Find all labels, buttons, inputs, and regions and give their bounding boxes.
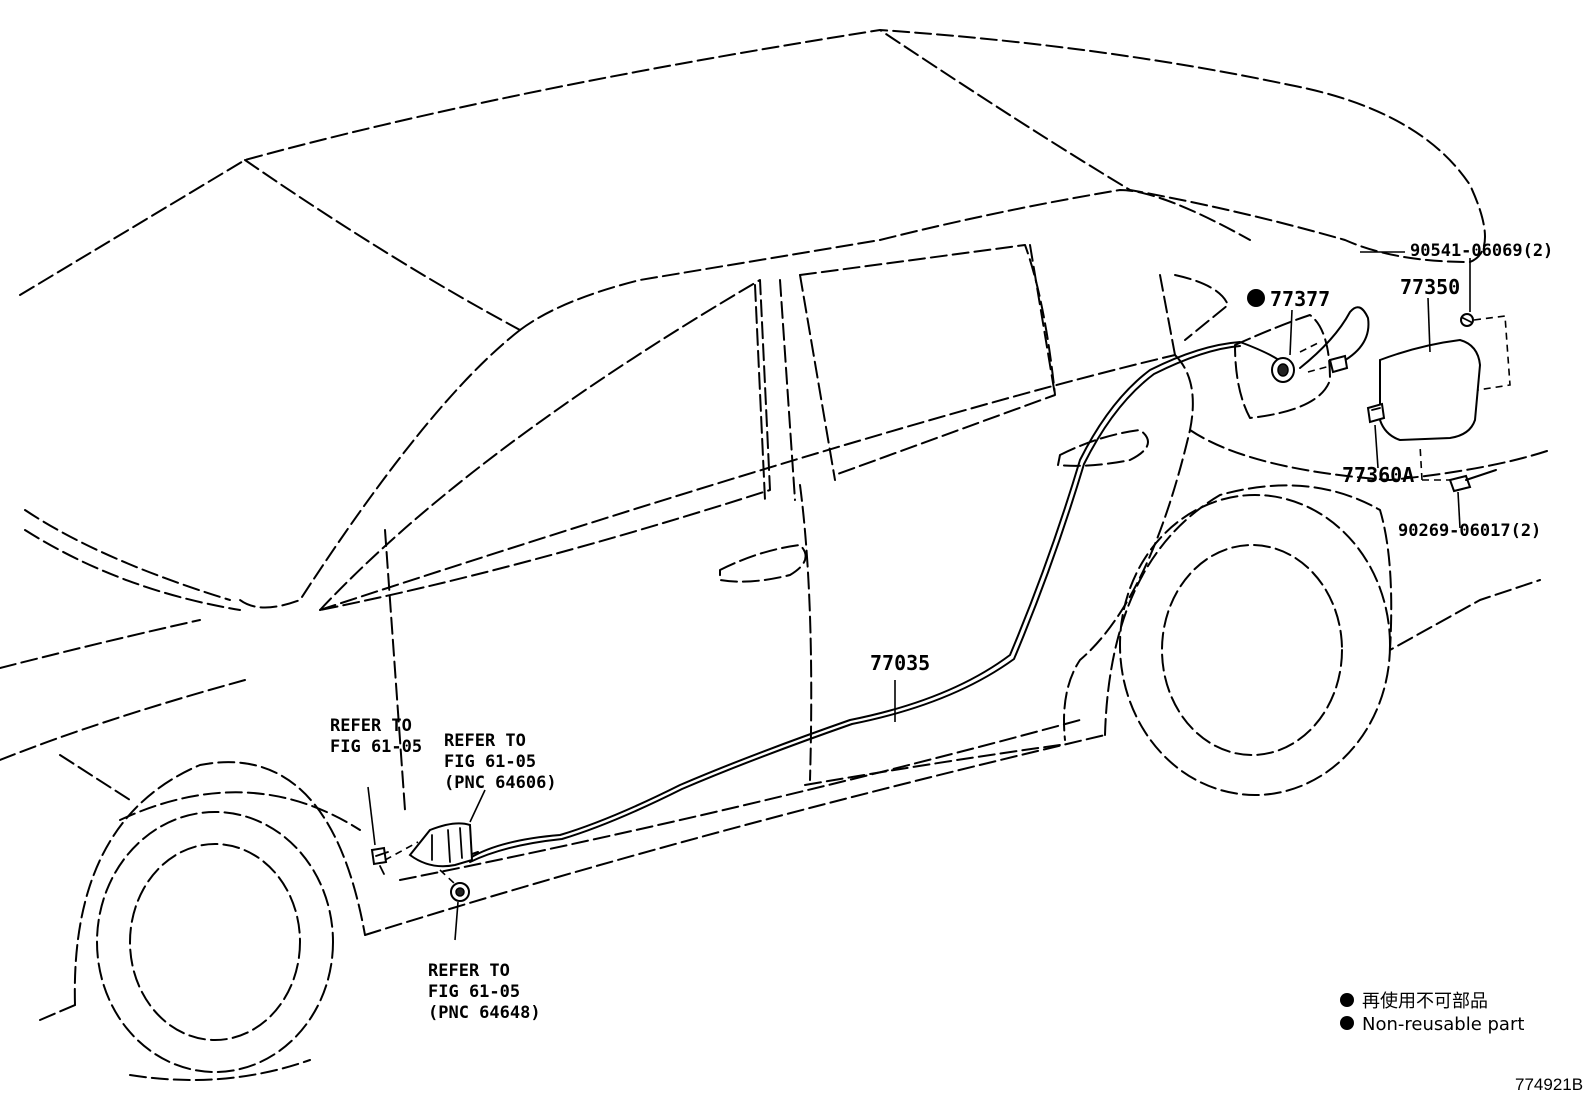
fuel-lid-cable <box>454 341 1286 863</box>
part-77350-label: 77350 <box>1400 275 1460 299</box>
part-90269-label: 90269-06017(2) <box>1398 521 1541 541</box>
screw-icon <box>1460 313 1474 327</box>
rivet-icon <box>1448 469 1497 493</box>
legend-bullet-icon <box>1340 1016 1354 1030</box>
ref2-line3: (PNC 64606) <box>444 773 557 793</box>
fuel-lid-parts <box>1271 258 1511 529</box>
fuel-lid-lock <box>1271 309 1295 383</box>
clip-icon <box>450 882 470 902</box>
ref1-line2: FIG 61-05 <box>330 737 422 757</box>
ref3-line2: FIG 61-05 <box>428 982 520 1002</box>
car-body-outline <box>0 29 1551 1081</box>
fuel-lid-opener-assembly <box>367 786 486 941</box>
ref2-line2: FIG 61-05 <box>444 752 536 772</box>
bolt-icon <box>370 846 389 875</box>
drawing-code: 774921B <box>1515 1075 1583 1094</box>
ref2-line1: REFER TO <box>444 731 526 751</box>
part-77377-label: 77377 <box>1270 287 1330 311</box>
legend: 再使用不可部品 Non-reusable part <box>1340 991 1524 1035</box>
legend-bullet-icon <box>1340 993 1354 1007</box>
ref3-line3: (PNC 64648) <box>428 1003 541 1023</box>
legend-line-english: Non-reusable part <box>1362 1014 1524 1035</box>
part-77360A-label: 77360A <box>1342 463 1414 487</box>
reference-notes: REFER TO FIG 61-05 REFER TO FIG 61-05 (P… <box>330 716 557 1023</box>
fuel-lid-panel <box>1379 338 1482 442</box>
non-reusable-marker-icon <box>1247 289 1265 307</box>
part-90541-label: 90541-06069(2) <box>1410 241 1553 261</box>
ref1-line1: REFER TO <box>330 716 412 736</box>
part-77035-label: 77035 <box>870 651 930 675</box>
legend-line-japanese: 再使用不可部品 <box>1362 991 1488 1012</box>
ref3-line1: REFER TO <box>428 961 510 981</box>
part-labels: 77377 77350 90541-06069(2) 77360A 90269-… <box>870 241 1553 722</box>
fuel-lid-block-icon <box>1366 402 1386 424</box>
